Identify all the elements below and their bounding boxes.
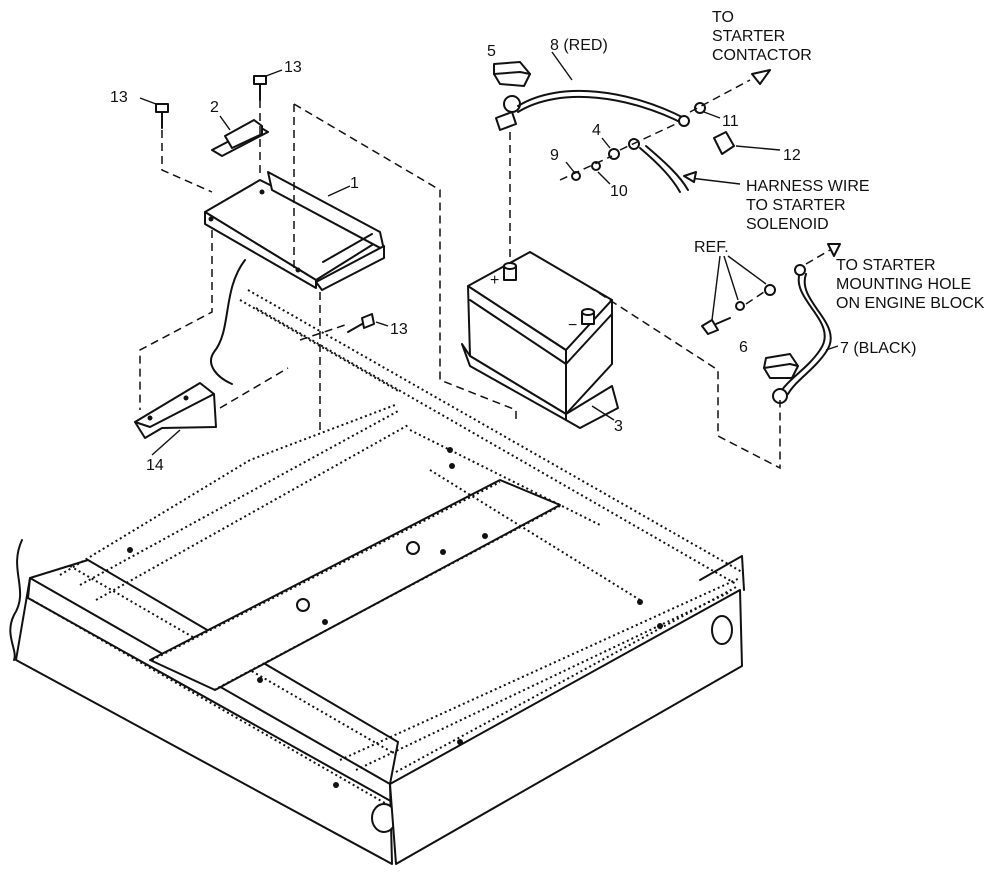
boot-12	[713, 131, 781, 155]
bolt-13-top	[253, 69, 283, 101]
callout-9: 9	[550, 147, 559, 164]
svg-text:MOUNTING HOLE: MOUNTING HOLE	[836, 276, 971, 293]
assembly-lines	[139, 100, 781, 470]
callout-5: 5	[487, 43, 496, 60]
svg-text:SOLENOID: SOLENOID	[746, 216, 829, 233]
callout-11: 11	[722, 113, 739, 130]
svg-text:TO STARTER: TO STARTER	[746, 197, 846, 214]
red-cable-8	[495, 51, 690, 131]
battery-tray-1	[204, 171, 385, 291]
callout-13-frame: 13	[390, 321, 408, 338]
callout-3: 3	[614, 418, 623, 435]
note-mounting-hole: TO STARTER MOUNTING HOLE ON ENGINE BLOCK	[836, 257, 985, 312]
svg-text:TO STARTER: TO STARTER	[836, 257, 936, 274]
callout-12: 12	[783, 147, 801, 164]
note-starter-contactor: TO STARTER CONTACTOR	[712, 9, 812, 64]
svg-text:STARTER: STARTER	[712, 28, 785, 45]
contactor-arrow	[689, 69, 771, 113]
svg-text:HARNESS WIRE: HARNESS WIRE	[746, 178, 870, 195]
harness-wire	[559, 121, 741, 193]
callout-13-left: 13	[110, 89, 128, 106]
callout-10: 10	[610, 183, 628, 200]
svg-text:TO: TO	[712, 9, 734, 26]
note-ref: REF.	[694, 239, 729, 256]
boot-6	[763, 353, 799, 379]
hardware-nut-11	[694, 102, 721, 119]
callout-7: 7 (BLACK)	[840, 340, 916, 357]
bolt-13-left	[139, 97, 169, 129]
base-frame	[9, 289, 745, 865]
callout-13-top: 13	[284, 59, 302, 76]
positive-terminal-mark: +	[490, 272, 499, 289]
bracket-14	[134, 259, 401, 456]
svg-text:ON ENGINE BLOCK: ON ENGINE BLOCK	[836, 295, 985, 312]
callout-8: 8 (RED)	[550, 37, 608, 54]
hardware-lockwasher-10	[591, 161, 611, 185]
bolt-13-frame	[347, 313, 389, 333]
negative-terminal-mark: −	[568, 317, 577, 334]
callout-labels: 1 2 3 4 5 6 7 (BLACK) 8 (RED) 9 10 11 12…	[110, 37, 916, 474]
hardware-washer-4	[601, 137, 620, 160]
note-harness-wire: HARNESS WIRE TO STARTER SOLENOID	[746, 178, 870, 233]
black-cable-7	[772, 243, 841, 404]
boot-5	[493, 61, 531, 87]
hold-down-2	[211, 115, 269, 157]
battery-3: + −	[461, 251, 619, 429]
svg-text:CONTACTOR: CONTACTOR	[712, 47, 812, 64]
ref-hardware	[701, 255, 776, 335]
callout-1: 1	[350, 175, 359, 192]
callout-4: 4	[592, 122, 601, 139]
callout-2: 2	[210, 99, 219, 116]
callout-6: 6	[739, 339, 748, 356]
callout-14: 14	[146, 457, 164, 474]
